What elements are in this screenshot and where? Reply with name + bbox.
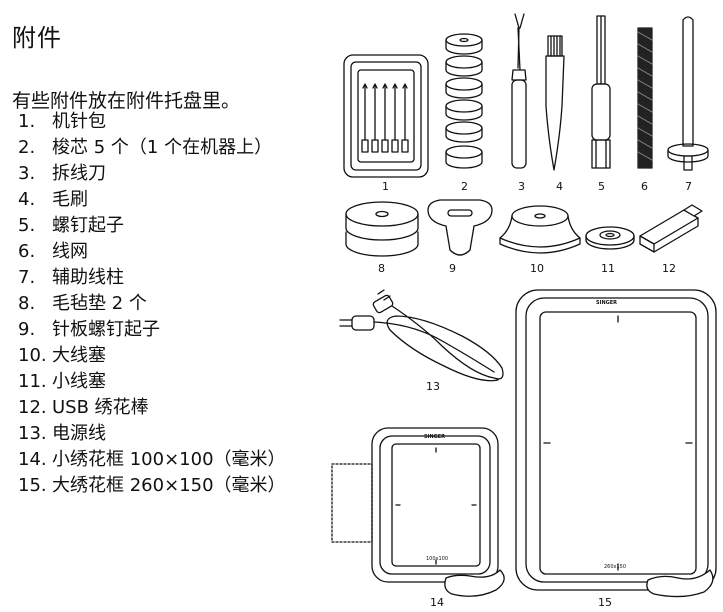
item-label: USB 绣花棒: [52, 397, 149, 418]
item-label: 大绣花框 260×150（毫米）: [52, 475, 286, 496]
large-spool-cap-drawing: [499, 205, 581, 254]
small-spool-cap-drawing: [585, 226, 635, 250]
brush-drawing: [545, 35, 565, 171]
list-item: 14.小绣花框 100×100（毫米）: [18, 447, 286, 473]
figure-label: 15: [598, 596, 612, 609]
item-number: 6.: [18, 241, 36, 262]
bobbins-drawing: [445, 33, 483, 169]
figure-label: 9: [449, 262, 456, 275]
list-item: 15.大绣花框 260×150（毫米）: [18, 473, 286, 499]
item-label: 毛刷: [52, 189, 88, 210]
figure-label: 3: [518, 180, 525, 193]
item-label: 小绣花框 100×100（毫米）: [52, 449, 286, 470]
small-hoop-drawing: [331, 427, 505, 597]
item-label: 针板螺钉起子: [52, 319, 160, 340]
figure-label: 13: [426, 380, 440, 393]
figure-label: 8: [378, 262, 385, 275]
accessory-list: 1. 机针包 2. 梭芯 5 个（1 个在机器上） 3. 拆线刀 4. 毛刷 5. 螺钉起…: [18, 109, 286, 499]
list-item: 7. 辅助线柱: [18, 265, 286, 291]
figure-label: 4: [556, 180, 563, 193]
item-number: 3.: [18, 163, 36, 184]
item-number: 9.: [18, 319, 36, 340]
needle-plate-screwdriver-drawing: [427, 199, 493, 256]
list-item: 2. 梭芯 5 个（1 个在机器上）: [18, 135, 286, 161]
item-label: 小线塞: [52, 371, 106, 392]
figure-label: 14: [430, 596, 444, 609]
item-label: 大线塞: [52, 345, 106, 366]
figure-label: 11: [601, 262, 615, 275]
item-label: 梭芯 5 个（1 个在机器上）: [52, 137, 273, 158]
figure-label: 5: [598, 180, 605, 193]
accessories-illustration: SINGER 100x100 SINGER 260x150 1 2 3 4 5 …: [331, 13, 717, 609]
item-number: 8.: [18, 293, 36, 314]
list-item: 10.大线塞: [18, 343, 286, 369]
thread-net-drawing: [637, 27, 653, 169]
screwdriver-drawing: [591, 15, 611, 169]
item-number: 15.: [18, 475, 47, 496]
large-hoop-size: 260x150: [604, 564, 626, 570]
large-hoop-brand: SINGER: [596, 300, 617, 306]
item-number: 14.: [18, 449, 47, 470]
item-label: 螺钉起子: [52, 215, 124, 236]
large-hoop-drawing: [515, 289, 717, 598]
figure-label: 10: [530, 262, 544, 275]
small-hoop-brand: SINGER: [424, 434, 445, 440]
item-number: 13.: [18, 423, 47, 444]
figure-label: 6: [641, 180, 648, 193]
list-item: 9. 针板螺钉起子: [18, 317, 286, 343]
item-number: 2.: [18, 137, 36, 158]
item-number: 7.: [18, 267, 36, 288]
usb-stick-drawing: [639, 204, 703, 253]
item-label: 线网: [52, 241, 88, 262]
item-label: 拆线刀: [52, 163, 106, 184]
page-title: 附件: [12, 24, 62, 52]
list-item: 1. 机针包: [18, 109, 286, 135]
list-item: 3. 拆线刀: [18, 161, 286, 187]
power-cord-drawing: [339, 289, 504, 382]
item-number: 11.: [18, 371, 47, 392]
item-number: 10.: [18, 345, 47, 366]
felt-pads-drawing: [345, 201, 419, 257]
figure-label: 12: [662, 262, 676, 275]
item-label: 毛毡垫 2 个: [52, 293, 147, 314]
figure-label: 7: [685, 180, 692, 193]
list-item: 5. 螺钉起子: [18, 213, 286, 239]
item-label: 电源线: [52, 423, 106, 444]
item-number: 12.: [18, 397, 47, 418]
seam-ripper-drawing: [511, 13, 527, 169]
small-hoop-size: 100x100: [426, 556, 448, 562]
list-item: 12.USB 绣花棒: [18, 395, 286, 421]
list-item: 8. 毛毡垫 2 个: [18, 291, 286, 317]
item-number: 1.: [18, 111, 36, 132]
item-label: 机针包: [52, 111, 106, 132]
figure-label: 1: [382, 180, 389, 193]
spool-pin-drawing: [667, 16, 709, 171]
list-item: 4. 毛刷: [18, 187, 286, 213]
intro-text: 有些附件放在附件托盘里。: [12, 90, 241, 112]
item-number: 5.: [18, 215, 36, 236]
figure-label: 2: [461, 180, 468, 193]
list-item: 11.小线塞: [18, 369, 286, 395]
item-label: 辅助线柱: [52, 267, 124, 288]
item-number: 4.: [18, 189, 36, 210]
list-item: 13.电源线: [18, 421, 286, 447]
needle-case-drawing: [343, 54, 429, 178]
list-item: 6. 线网: [18, 239, 286, 265]
